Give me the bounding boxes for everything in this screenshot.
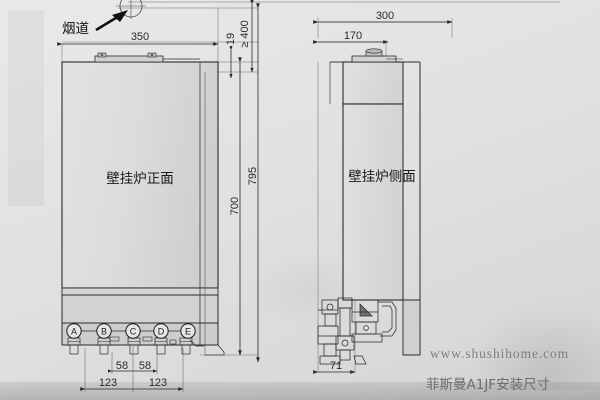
dim-text-71: 71 <box>330 360 342 372</box>
front-body-upper <box>61 61 219 289</box>
svg-text:D: D <box>158 326 165 336</box>
front-view-dimensions: 350 19 ≥ 400 700 795 58 58 <box>57 0 260 392</box>
dim-text-350: 350 <box>131 31 149 43</box>
front-mounting-bracket <box>94 52 200 63</box>
dim-text-123-right: 123 <box>149 377 167 389</box>
connection-balloon-group: A B C D E <box>66 323 196 339</box>
dim-text-58-left: 58 <box>116 360 128 372</box>
front-view-label: 壁挂炉正面 <box>106 171 174 187</box>
side-flue-fitting <box>351 48 403 63</box>
dim-text-400: ≥ 400 <box>239 20 251 47</box>
svg-text:A: A <box>71 326 77 336</box>
dim-text-19: 19 <box>225 33 237 45</box>
watermark-caption: 菲斯曼A1JF安装尺寸 <box>426 377 551 393</box>
side-casing-lower <box>402 299 421 356</box>
front-body-mid <box>61 294 219 324</box>
side-pipe-assembly <box>317 297 397 365</box>
side-view-dimensions: 300 170 71 <box>313 10 453 374</box>
dim-text-58-right: 58 <box>139 360 151 372</box>
connection-balloon-c: C <box>125 323 141 339</box>
flue-label: 烟道 <box>62 21 89 37</box>
side-body-top <box>342 61 404 105</box>
connection-balloon-d: D <box>153 323 169 339</box>
front-body-divider <box>61 287 219 296</box>
watermark-url: www.shushihome.com <box>430 346 570 361</box>
dim-text-700: 700 <box>229 197 241 215</box>
connection-balloon-b: B <box>96 323 112 339</box>
svg-text:B: B <box>101 326 107 336</box>
dim-text-300: 300 <box>376 10 394 22</box>
flue-callout: 烟道 <box>62 0 146 37</box>
svg-text:E: E <box>185 326 191 336</box>
side-view-label: 壁挂炉侧面 <box>348 169 416 185</box>
svg-text:C: C <box>130 326 137 336</box>
connection-balloon-e: E <box>180 323 196 339</box>
dim-text-795: 795 <box>247 167 259 185</box>
connection-balloon-a: A <box>66 323 82 339</box>
dim-text-170: 170 <box>344 30 362 42</box>
front-connection-fittings <box>67 336 204 355</box>
side-view: 壁挂炉侧面 <box>317 48 421 365</box>
side-body-main <box>342 103 404 301</box>
front-view: A B C D E <box>61 52 225 356</box>
dim-text-123-left: 123 <box>99 377 117 389</box>
